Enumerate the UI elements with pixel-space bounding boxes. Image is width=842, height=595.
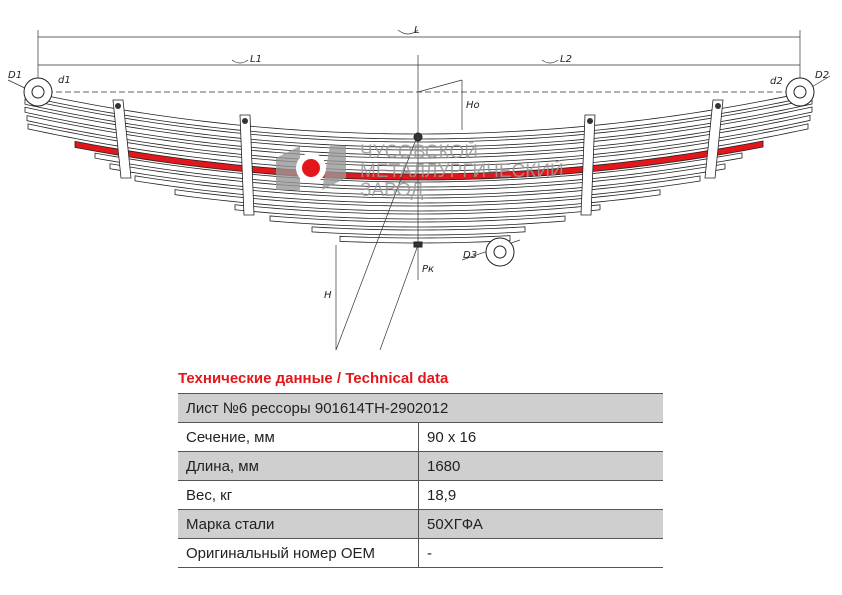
svg-text:ЗАВОД: ЗАВОД xyxy=(360,180,424,201)
label-Ho: Ho xyxy=(466,100,480,111)
label-L: L xyxy=(414,25,420,36)
label-D1: D1 xyxy=(8,70,22,81)
row-value: 1680 xyxy=(418,451,663,481)
spring-leaf xyxy=(109,163,726,196)
company-logo: ЧУСОВСКОЙ МЕТАЛЛУРГИЧЕСКИЙ ЗАВОД xyxy=(276,141,564,201)
clamp xyxy=(704,99,724,179)
spring-clamps xyxy=(112,99,724,216)
spring-leaf xyxy=(269,215,566,228)
label-L1: L1 xyxy=(250,54,262,65)
row-label: Вес, кг xyxy=(178,480,419,510)
clamp-bolt xyxy=(715,103,721,109)
label-d1: d1 xyxy=(58,75,71,86)
table-header-row: Лист №6 рессоры 901614ТН-2902012 xyxy=(178,393,663,423)
spring-leaf xyxy=(174,189,661,212)
svg-text:ЧУСОВСКОЙ: ЧУСОВСКОЙ xyxy=(360,141,478,163)
clamp-bolt xyxy=(115,103,121,109)
label-H: H xyxy=(324,290,332,301)
label-D3: D3 xyxy=(463,250,477,261)
clamp xyxy=(112,99,132,179)
label-Pk: Pк xyxy=(422,264,434,275)
spring-eyes xyxy=(23,77,815,267)
clamp-bolt xyxy=(242,118,248,124)
clamp xyxy=(580,114,596,216)
spring-leaf xyxy=(24,98,813,148)
spring-leaf xyxy=(134,175,701,204)
row-value: 50ХГФА xyxy=(418,509,663,539)
svg-text:МЕТАЛЛУРГИЧЕСКИЙ: МЕТАЛЛУРГИЧЕСКИЙ xyxy=(360,160,564,182)
label-D2: D2 xyxy=(815,70,829,81)
row-value: - xyxy=(418,538,663,568)
row-value: 18,9 xyxy=(418,480,663,510)
table-row: Оригинальный номер OEM- xyxy=(178,538,663,568)
label-d2: d2 xyxy=(770,76,783,87)
row-value: 90 x 16 xyxy=(418,422,663,452)
row-label: Длина, мм xyxy=(178,451,419,481)
table-title: Технические данные / Technical data xyxy=(178,370,449,387)
row-label: Марка стали xyxy=(178,509,419,539)
spring-leaf xyxy=(311,226,526,236)
spring-leaf xyxy=(234,204,601,220)
row-label: Сечение, мм xyxy=(178,422,419,452)
leaf-spring-drawing: ЧУСОВСКОЙ МЕТАЛЛУРГИЧЕСКИЙ ЗАВОД L L1 L2… xyxy=(7,25,831,351)
part-name: Лист №6 рессоры 901614ТН-2902012 xyxy=(178,393,663,423)
row-label: Оригинальный номер OEM xyxy=(178,538,419,568)
spring-leaf xyxy=(339,235,511,244)
clamp xyxy=(239,114,255,216)
spring-leaf xyxy=(24,106,813,156)
label-L2: L2 xyxy=(560,54,572,65)
clamp-bolt xyxy=(587,118,593,124)
technical-data-table: Лист №6 рессоры 901614ТН-2902012 Сечение… xyxy=(178,393,663,568)
